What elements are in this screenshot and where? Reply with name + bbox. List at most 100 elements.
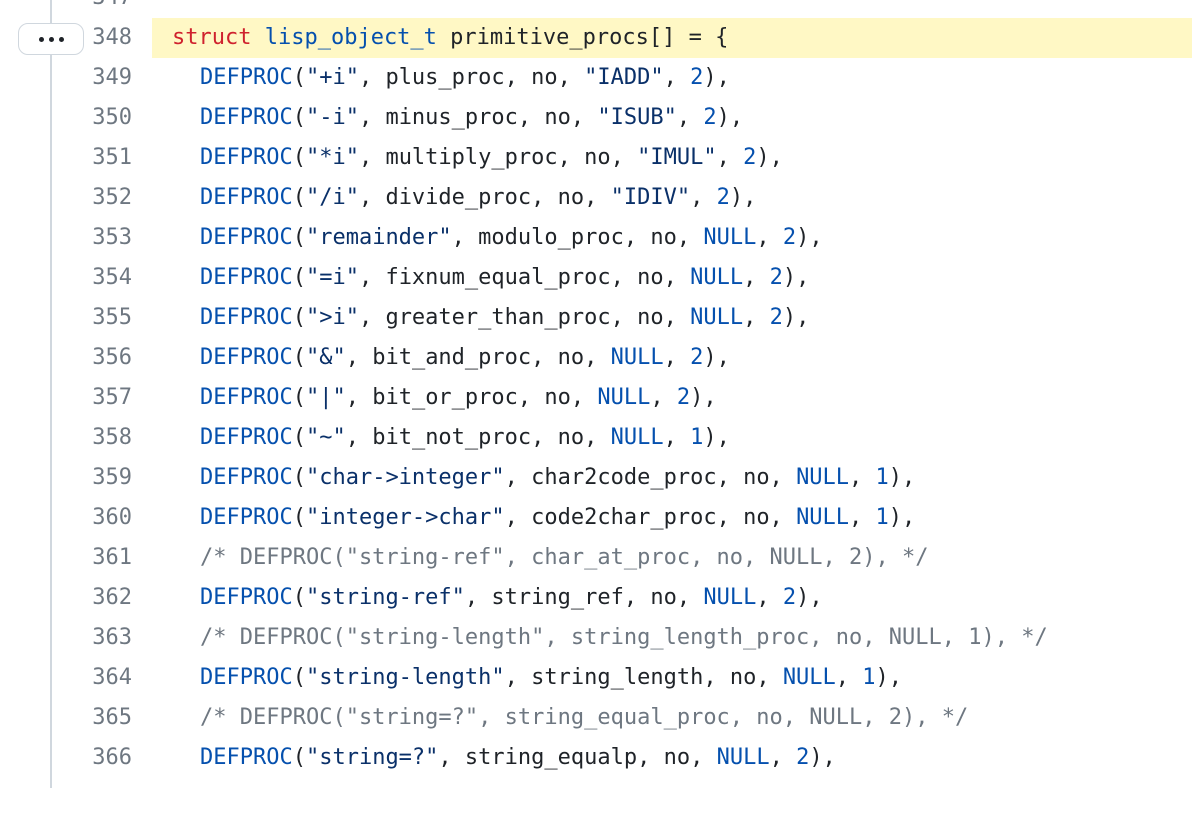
code-token: , bbox=[849, 465, 876, 490]
code-token: "+i" bbox=[305, 65, 359, 90]
code-token: , divide_proc, no, bbox=[358, 185, 611, 210]
line-number[interactable]: 347 bbox=[72, 0, 132, 18]
code-token: 2 bbox=[782, 225, 797, 250]
code-line: 357 DEFPROC("|", bit_or_proc, no, NULL, 2… bbox=[0, 378, 1192, 418]
code-line: 356 DEFPROC("&", bit_and_proc, no, NULL, … bbox=[0, 338, 1192, 378]
line-number[interactable]: 355 bbox=[92, 305, 132, 330]
code-line: 365 /* DEFPROC("string=?", string_equal_p… bbox=[0, 698, 1192, 738]
line-number[interactable]: 350 bbox=[92, 105, 132, 130]
code-content bbox=[152, 778, 1192, 818]
line-number[interactable]: 351 bbox=[92, 145, 132, 170]
line-number[interactable]: 356 bbox=[92, 345, 132, 370]
code-token: NULL bbox=[796, 465, 850, 490]
code-token: ( bbox=[292, 185, 306, 210]
line-number[interactable]: 353 bbox=[92, 225, 132, 250]
code-token: , bbox=[756, 225, 783, 250]
expand-lines-button[interactable] bbox=[18, 23, 84, 55]
code-token: "*i" bbox=[305, 145, 359, 170]
code-token: ), bbox=[703, 345, 730, 370]
code-content: /* DEFPROC("string=?", string_equal_proc… bbox=[152, 698, 1192, 738]
code-token: ( bbox=[292, 105, 306, 130]
code-content: DEFPROC("=i", fixnum_equal_proc, no, NUL… bbox=[152, 258, 1192, 298]
code-token: ), bbox=[729, 185, 757, 210]
code-token: "integer->char" bbox=[305, 505, 505, 530]
code-content: DEFPROC(">i", greater_than_proc, no, NUL… bbox=[152, 298, 1192, 338]
line-number[interactable]: 363 bbox=[92, 625, 132, 650]
code-token: ( bbox=[292, 225, 306, 250]
line-number[interactable]: 352 bbox=[92, 185, 132, 210]
code-token: "-i" bbox=[305, 105, 359, 130]
code-token: "IDIV" bbox=[610, 185, 691, 210]
code-token: , bbox=[676, 105, 704, 130]
code-line: 347 bbox=[0, 0, 1192, 18]
code-content: DEFPROC("-i", minus_proc, no, "ISUB", 2)… bbox=[152, 98, 1192, 138]
code-token: DEFPROC bbox=[200, 465, 293, 490]
code-token: ( bbox=[292, 425, 306, 450]
code-token: 2 bbox=[690, 65, 704, 90]
code-content: DEFPROC("~", bit_not_proc, no, NULL, 1), bbox=[152, 418, 1192, 458]
code-token: , bbox=[716, 145, 744, 170]
code-token: , bbox=[663, 65, 691, 90]
line-number[interactable]: 357 bbox=[92, 385, 132, 410]
code-token: , bbox=[743, 305, 770, 330]
code-content: DEFPROC("&", bit_and_proc, no, NULL, 2), bbox=[152, 338, 1192, 378]
code-token: "string-ref" bbox=[305, 585, 465, 610]
code-token: ( bbox=[292, 265, 306, 290]
code-token: "|" bbox=[305, 385, 346, 410]
line-number[interactable]: 354 bbox=[92, 265, 132, 290]
code-token: 2 bbox=[782, 585, 797, 610]
code-token: , bbox=[849, 505, 876, 530]
line-number[interactable]: 359 bbox=[92, 465, 132, 490]
code-token bbox=[251, 25, 264, 50]
code-token: ( bbox=[292, 505, 306, 530]
code-line: 358 DEFPROC("~", bit_not_proc, no, NULL, … bbox=[0, 418, 1192, 458]
code-token: ), bbox=[703, 65, 730, 90]
code-token: , bbox=[769, 745, 797, 770]
code-token: lisp_object_t bbox=[264, 25, 437, 50]
code-token: 2 bbox=[690, 345, 704, 370]
code-token: "/i" bbox=[305, 185, 359, 210]
code-token: DEFPROC bbox=[200, 265, 293, 290]
line-number[interactable]: 348 bbox=[92, 25, 132, 50]
line-number[interactable] bbox=[72, 778, 132, 818]
code-token: NULL bbox=[610, 345, 664, 370]
code-token: struct bbox=[172, 25, 252, 50]
code-token: 2 bbox=[743, 145, 757, 170]
code-token: , bbox=[663, 425, 691, 450]
code-token: NULL bbox=[782, 665, 836, 690]
code-token: ), bbox=[875, 665, 903, 690]
code-token: ( bbox=[292, 65, 306, 90]
code-token: , bit_or_proc, no, bbox=[345, 385, 598, 410]
code-content: DEFPROC("string-length", string_length, … bbox=[152, 658, 1192, 698]
code-token: primitive_procs[] = { bbox=[436, 25, 729, 50]
code-token: ), bbox=[796, 585, 823, 610]
line-number[interactable]: 360 bbox=[92, 505, 132, 530]
code-token: , code2char_proc, no, bbox=[504, 505, 797, 530]
code-line: 364 DEFPROC("string-length", string_lengt… bbox=[0, 658, 1192, 698]
line-number[interactable]: 349 bbox=[92, 65, 132, 90]
code-line: 348 struct lisp_object_t primitive_procs[… bbox=[0, 18, 1192, 58]
code-token: 1 bbox=[875, 465, 889, 490]
code-token: NULL bbox=[597, 385, 651, 410]
code-token: DEFPROC bbox=[200, 585, 293, 610]
code-token: ), bbox=[716, 105, 744, 130]
code-token: NULL bbox=[716, 745, 770, 770]
code-token: "IMUL" bbox=[637, 145, 717, 170]
line-number[interactable]: 358 bbox=[92, 425, 132, 450]
code-token: , bit_and_proc, no, bbox=[345, 345, 611, 370]
line-number[interactable]: 366 bbox=[92, 745, 132, 770]
line-number[interactable]: 364 bbox=[92, 665, 132, 690]
code-content: DEFPROC("|", bit_or_proc, no, NULL, 2), bbox=[152, 378, 1192, 418]
code-token: DEFPROC bbox=[200, 745, 293, 770]
code-token: NULL bbox=[690, 265, 744, 290]
line-number[interactable]: 362 bbox=[92, 585, 132, 610]
line-number[interactable]: 361 bbox=[92, 545, 132, 570]
code-line bbox=[0, 778, 1192, 818]
code-line: 362 DEFPROC("string-ref", string_ref, no,… bbox=[0, 578, 1192, 618]
code-token: NULL bbox=[796, 505, 850, 530]
line-number[interactable]: 365 bbox=[92, 705, 132, 730]
code-content: DEFPROC("string-ref", string_ref, no, NU… bbox=[152, 578, 1192, 618]
code-token: "&" bbox=[305, 345, 346, 370]
